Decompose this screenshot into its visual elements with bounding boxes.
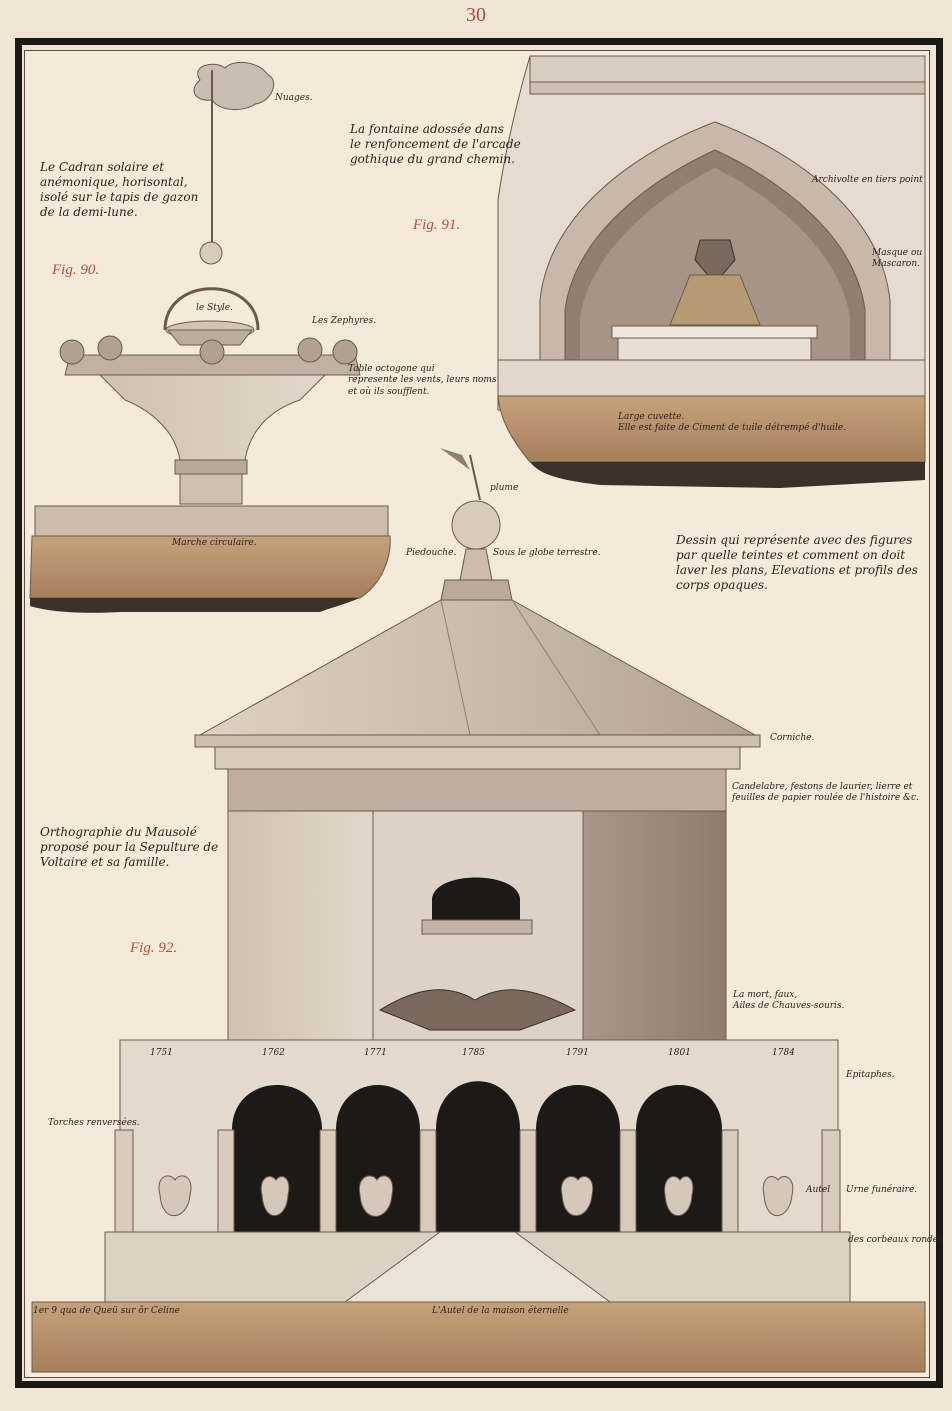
epitaph-year: 1784 — [772, 1048, 795, 1058]
epitaph-year: 1791 — [566, 1048, 589, 1058]
fig90-style: le Style. — [196, 303, 233, 313]
fig90-sundial — [29, 61, 391, 613]
fig92-bottom-center: L'Autel de la maison éternelle — [432, 1306, 569, 1316]
fig91-gothic-fountain — [497, 55, 926, 488]
fig92-mort: La mort, faux, Ailes de Chauves-souris. — [733, 990, 845, 1012]
plate-description: Dessin qui représente avec des figures p… — [676, 533, 918, 592]
urns — [158, 1175, 794, 1217]
fig91-cuvette: Large cuvette. Elle est faite de Ciment … — [618, 412, 847, 434]
fig92-label: Fig. 92. — [130, 940, 178, 956]
epitaph-year: 1751 — [150, 1048, 173, 1058]
fig90-zephyres: Les Zephyres. — [312, 316, 377, 326]
cloud-icon — [193, 61, 275, 110]
fig92-piedouche: Piedouche. — [406, 548, 457, 558]
fig92-candelabre: Candelabre, festons de laurier, lierre e… — [732, 782, 919, 804]
fig90-nuages: Nuages. — [275, 93, 313, 103]
epitaph-year: 1785 — [462, 1048, 485, 1058]
fig92-torches: Torches renversées. — [48, 1118, 140, 1128]
epitaph-year: 1801 — [668, 1048, 691, 1058]
fig91-title: La fontaine adossée dans le renfoncement… — [350, 122, 521, 166]
fig92-bottom-left: 1er 9 qua de Queü sur ôr Celine — [33, 1306, 180, 1316]
fig92-autel: Autel — [806, 1185, 831, 1195]
fig92-epitaphes: Epitaphes. — [846, 1070, 895, 1080]
epitaph-year: 1771 — [364, 1048, 387, 1058]
outer-frame — [15, 38, 943, 1388]
fig90-title: Le Cadran solaire et anémonique, horison… — [40, 160, 199, 219]
fig90-label: Fig. 90. — [52, 262, 100, 278]
fig90-table: Table octogone qui represente les vents,… — [348, 364, 497, 397]
fig92-urne: Urne funéraire. — [846, 1185, 918, 1195]
fig92-corniche: Corniche. — [770, 733, 815, 743]
epitaph-year: 1762 — [262, 1048, 285, 1058]
fig92-globe: Sous le globe terrestre. — [493, 548, 601, 558]
page-number: 30 — [466, 4, 486, 26]
fig92-corbeaux: des corbeaux rondés — [848, 1235, 943, 1245]
fig92-plume: plume — [490, 483, 519, 493]
fig92-title: Orthographie du Mausolé proposé pour la … — [40, 825, 219, 869]
fig91-archivolte: Archivolte en tiers point — [812, 175, 923, 185]
fig92-mausoleum — [31, 448, 926, 1373]
fig91-label: Fig. 91. — [413, 217, 461, 233]
fig90-marche: Marche circulaire. — [172, 538, 257, 548]
fig91-masque: Masque ou Mascaron. — [872, 248, 923, 270]
